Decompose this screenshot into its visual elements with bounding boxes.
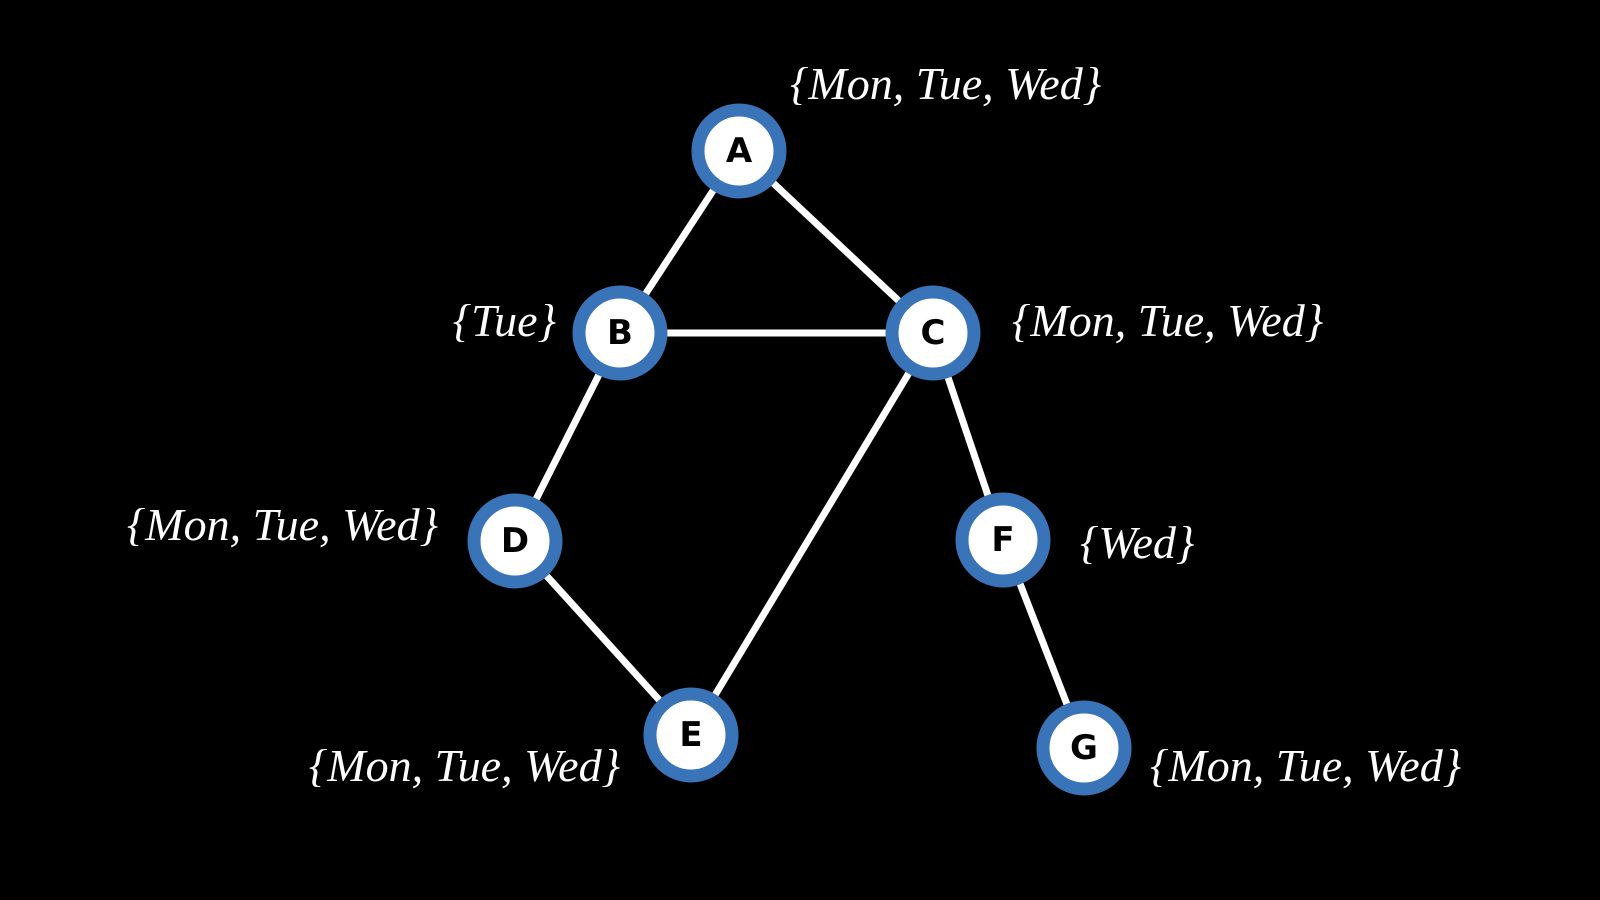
node-d: D: [467, 493, 563, 589]
node-circle-b: [572, 285, 668, 381]
node-circle-a: [691, 103, 787, 199]
edge-c-e: [687, 329, 937, 739]
domain-label-a: {Mon, Tue, Wed}: [790, 58, 1101, 109]
domain-label-g: {Mon, Tue, Wed}: [1150, 740, 1461, 791]
node-g: G: [1036, 700, 1132, 796]
domain-label-c: {Mon, Tue, Wed}: [1012, 295, 1323, 346]
node-label-g: G: [1070, 728, 1098, 768]
labels-layer: {Mon, Tue, Wed} {Tue} {Mon, Tue, Wed} {Mon,…: [127, 58, 1461, 791]
nodes-layer: A B C D E F G: [467, 103, 1132, 796]
domain-label-d: {Mon, Tue, Wed}: [127, 499, 438, 550]
edges-layer: [511, 147, 1088, 752]
node-circle-g: [1036, 700, 1132, 796]
node-label-c: C: [921, 313, 946, 353]
node-circle-c: [885, 285, 981, 381]
node-a: A: [691, 103, 787, 199]
node-label-e: E: [679, 715, 702, 755]
domain-label-e: {Mon, Tue, Wed}: [309, 740, 620, 791]
node-label-f: F: [991, 520, 1014, 560]
node-label-b: B: [607, 313, 633, 353]
domain-label-f: {Wed}: [1080, 517, 1194, 568]
node-circle-d: [467, 493, 563, 589]
node-label-d: D: [501, 521, 529, 561]
domain-label-b: {Tue}: [453, 295, 556, 346]
node-circle-e: [643, 687, 739, 783]
node-circle-f: [955, 492, 1051, 588]
node-label-a: A: [726, 131, 753, 171]
node-e: E: [643, 687, 739, 783]
node-f: F: [955, 492, 1051, 588]
node-c: C: [885, 285, 981, 381]
node-b: B: [572, 285, 668, 381]
